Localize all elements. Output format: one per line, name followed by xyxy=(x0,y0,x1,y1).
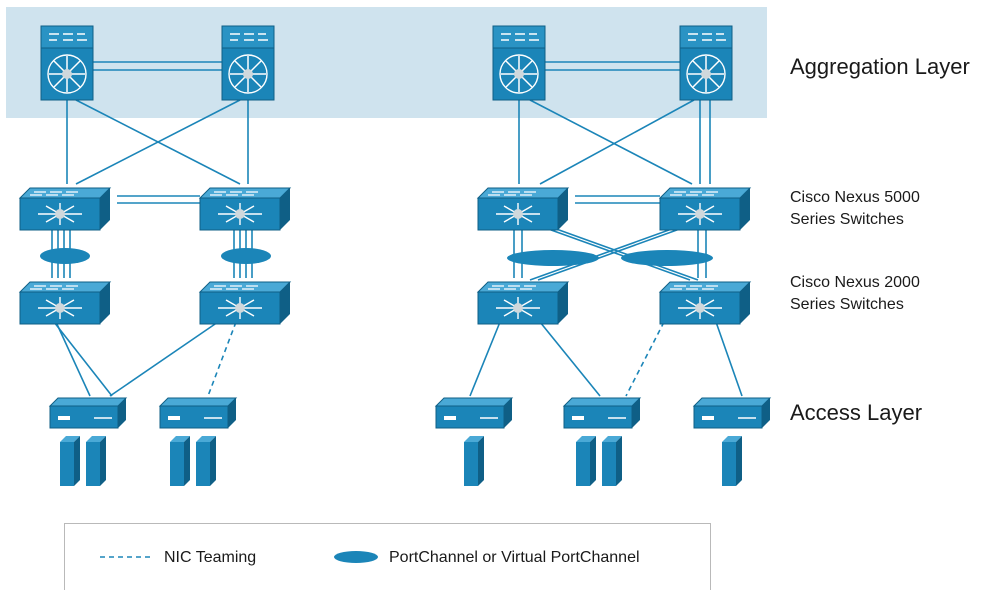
left-nic-teaming xyxy=(53,321,237,397)
aggregation-switch-right-a-icon xyxy=(492,25,546,101)
nexus5000-label: Cisco Nexus 5000 Series Switches xyxy=(790,187,920,231)
nexus2000-label-line2: Series Switches xyxy=(790,296,904,313)
access-layer-label: Access Layer xyxy=(790,400,923,425)
portchannel-right-1 xyxy=(507,250,599,266)
aggregation-switch-left-a-icon xyxy=(40,25,94,101)
server-right-a-icon xyxy=(435,397,513,429)
aggregation-layer-label: Aggregation Layer xyxy=(790,54,970,79)
nexus5000-right-b-icon xyxy=(659,187,751,231)
nexus2000-label: Cisco Nexus 2000 Series Switches xyxy=(790,272,920,316)
nexus5000-label-line2: Series Switches xyxy=(790,211,904,228)
nexus2000-right-b-icon xyxy=(659,281,751,325)
server-right-b-icon xyxy=(563,397,641,429)
portchannel-left-2 xyxy=(221,248,271,264)
server-right-c-icon xyxy=(693,397,771,429)
nexus2000-label-line1: Cisco Nexus 2000 xyxy=(790,274,920,291)
server-left-a-icon xyxy=(49,397,127,429)
legend-box xyxy=(64,523,711,590)
legend-portchannel-label: PortChannel or Virtual PortChannel xyxy=(389,549,640,566)
nexus2000-left-b-icon xyxy=(199,281,291,325)
nexus5000-left-a-icon xyxy=(19,187,111,231)
legend-portchannel-icon xyxy=(334,551,378,563)
nexus5000-right-a-icon xyxy=(477,187,569,231)
nexus2000-right-a-icon xyxy=(477,281,569,325)
legend-nic-teaming-label: NIC Teaming xyxy=(164,549,257,566)
portchannel-right-2 xyxy=(621,250,713,266)
nexus5000-left-b-icon xyxy=(199,187,291,231)
portchannel-left-1 xyxy=(40,248,90,264)
nexus2000-left-a-icon xyxy=(19,281,111,325)
server-left-b-icon xyxy=(159,397,237,429)
right-nic-teaming xyxy=(625,321,665,397)
server-bars xyxy=(60,436,742,486)
nexus5000-label-line1: Cisco Nexus 5000 xyxy=(790,189,920,206)
aggregation-switch-left-b-icon xyxy=(221,25,275,101)
aggregation-switch-right-b-icon xyxy=(679,25,733,101)
